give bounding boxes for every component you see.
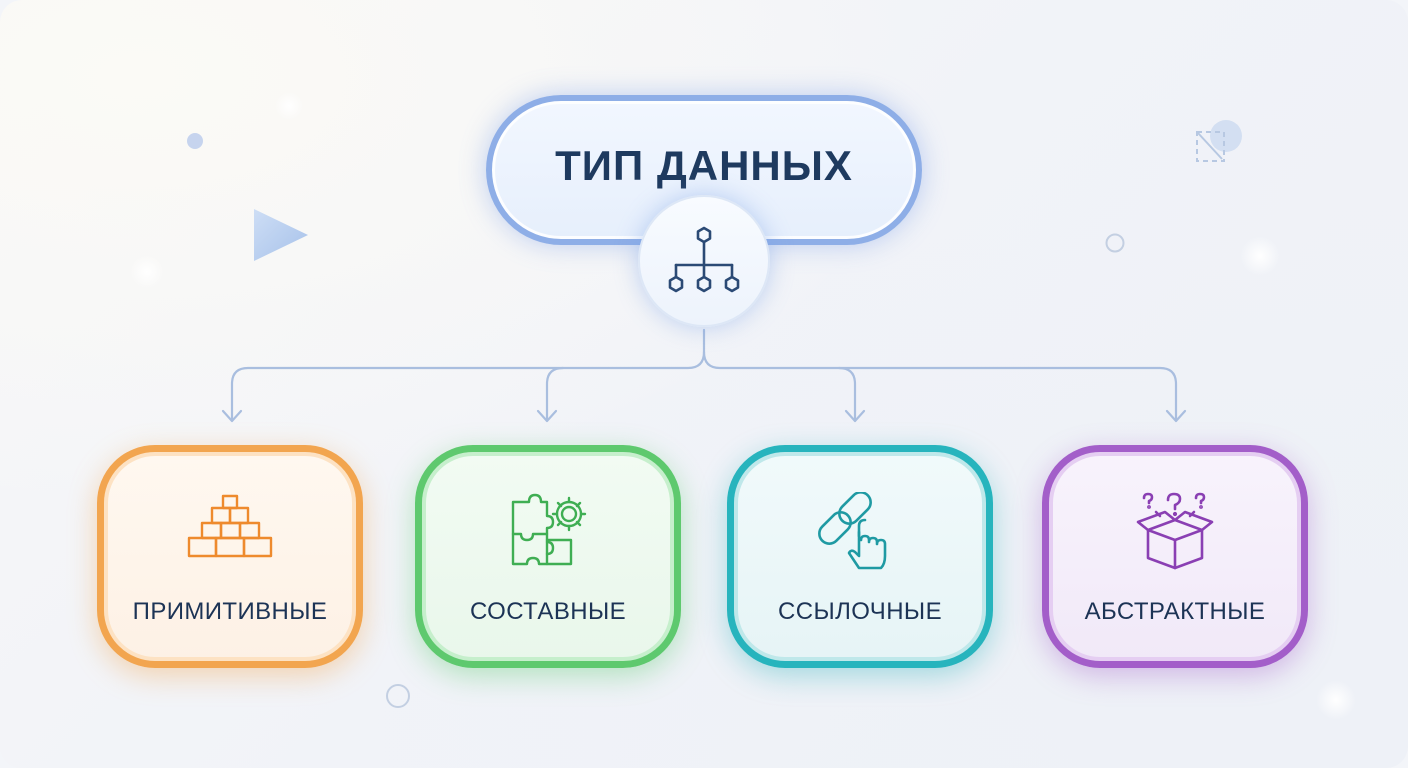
sparkle-decoration: [275, 92, 303, 120]
category-label: ПРИМИТИВНЫЕ: [132, 598, 328, 625]
dot-decoration: [187, 133, 203, 149]
puzzle-gear-icon: [511, 493, 587, 566]
category-abstract: АБСТРАКТНЫЕ: [1042, 445, 1308, 668]
category-label: АБСТРАКТНЫЕ: [1084, 598, 1266, 625]
mystery-box-icon: [1136, 492, 1214, 570]
category-label: ССЫЛОЧНЫЕ: [778, 598, 942, 625]
category-label: СОСТАВНЫЕ: [469, 598, 627, 625]
ring-decoration: [386, 684, 410, 708]
root-icon-badge: [638, 195, 770, 327]
link-pointer-icon: [818, 492, 887, 570]
stacked-blocks-icon: [187, 494, 273, 558]
triangle-decoration: [254, 209, 308, 261]
sparkle-decoration: [130, 255, 164, 289]
hierarchy-icon: [668, 226, 740, 293]
category-reference: ССЫЛОЧНЫЕ: [727, 445, 993, 668]
sparkle-decoration: [1316, 680, 1356, 720]
category-primitive: ПРИМИТИВНЫЕ: [97, 445, 363, 668]
root-title: ТИП ДАННЫХ: [555, 142, 853, 189]
category-composite: СОСТАВНЫЕ: [415, 445, 681, 668]
sparkle-decoration: [1240, 236, 1280, 276]
ring-decoration: [1105, 233, 1125, 253]
square-decoration: [1196, 120, 1242, 162]
